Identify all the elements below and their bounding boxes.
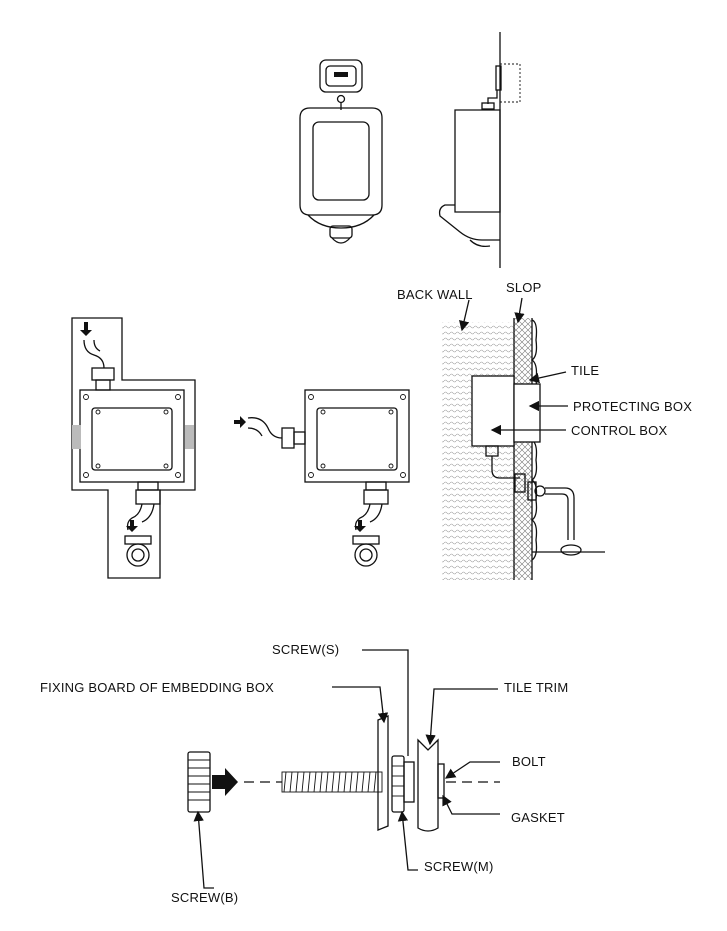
label-screw-s: SCREW(S) [272, 642, 339, 657]
leader-lines [193, 297, 568, 889]
control-box-diagram [234, 389, 410, 567]
label-tile: TILE [571, 363, 599, 378]
urinal-side-view [438, 32, 521, 268]
label-bolt: BOLT [512, 754, 546, 769]
wall-section-diagram [442, 318, 605, 580]
screw-assembly-diagram [187, 715, 500, 832]
label-screw-m: SCREW(M) [424, 859, 493, 874]
label-back-wall: BACK WALL [397, 287, 473, 302]
label-screw-b: SCREW(B) [171, 890, 238, 905]
label-slop: SLOP [506, 280, 541, 295]
label-fixing-board: FIXING BOARD OF EMBEDDING BOX [40, 680, 274, 695]
urinal-front-view [299, 59, 383, 244]
label-control-box: CONTROL BOX [571, 423, 667, 438]
embedding-box-diagram [71, 317, 196, 579]
label-tile-trim: TILE TRIM [504, 680, 568, 695]
label-protecting-box: PROTECTING BOX [573, 399, 692, 414]
label-gasket: GASKET [511, 810, 565, 825]
